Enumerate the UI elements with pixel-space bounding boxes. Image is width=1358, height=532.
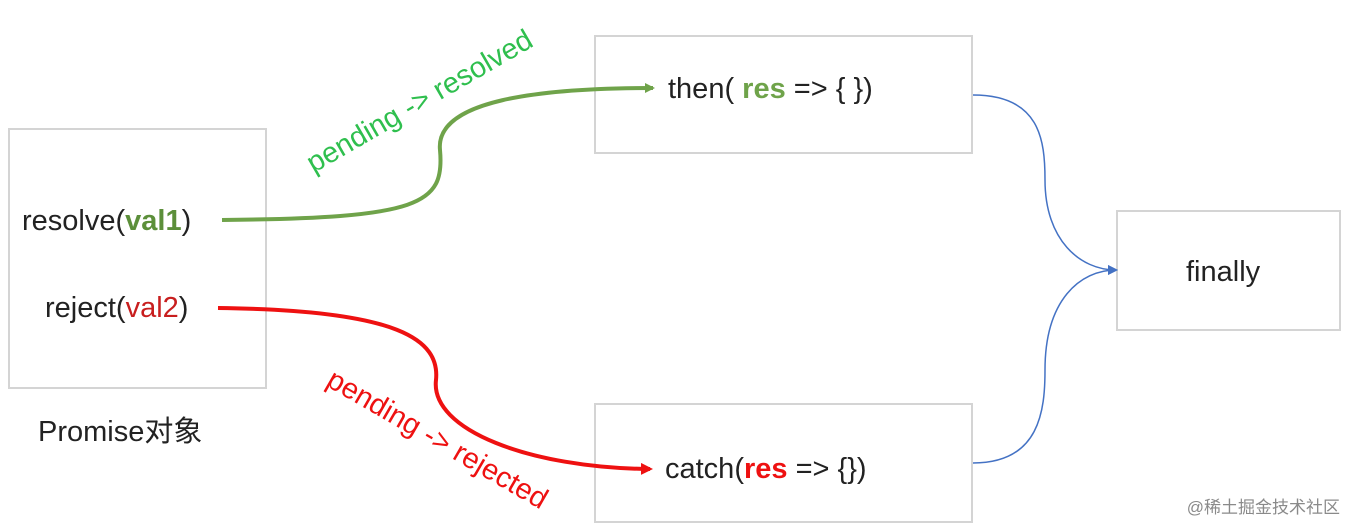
catch-prefix: catch( (665, 453, 744, 485)
catch-arg: res (743, 453, 788, 485)
catch-box (594, 403, 973, 523)
reject-to-catch-arrow (217, 306, 653, 475)
reject-arg: val2 (125, 292, 179, 324)
resolve-call: resolve(val1) (22, 207, 191, 236)
then-box (594, 35, 973, 154)
catch-suffix: => {}) (787, 453, 867, 485)
then-suffix: => { }) (785, 73, 873, 105)
then-arg: res (742, 73, 786, 105)
promise-object-box (8, 128, 267, 389)
watermark: @稀土掘金技术社区 (1186, 498, 1340, 517)
resolve-arg: val1 (125, 205, 182, 237)
resolve-to-then-arrow (221, 83, 655, 222)
reject-prefix: reject( (45, 292, 126, 324)
finally-box (1116, 210, 1341, 331)
then-to-finally-arrow (972, 94, 1118, 275)
promise-caption: Promise对象 (38, 416, 203, 448)
then-prefix: then( (668, 73, 743, 105)
resolve-suffix: ) (181, 205, 192, 237)
reject-call: reject(val2) (45, 294, 188, 323)
finally-label: finally (1186, 256, 1261, 288)
catch-to-finally-arrow (972, 265, 1118, 464)
resolve-prefix: resolve( (22, 205, 126, 237)
catch-call: catch(res => {}) (665, 455, 867, 484)
reject-suffix: ) (178, 292, 189, 324)
then-call: then( res => { }) (668, 75, 873, 104)
